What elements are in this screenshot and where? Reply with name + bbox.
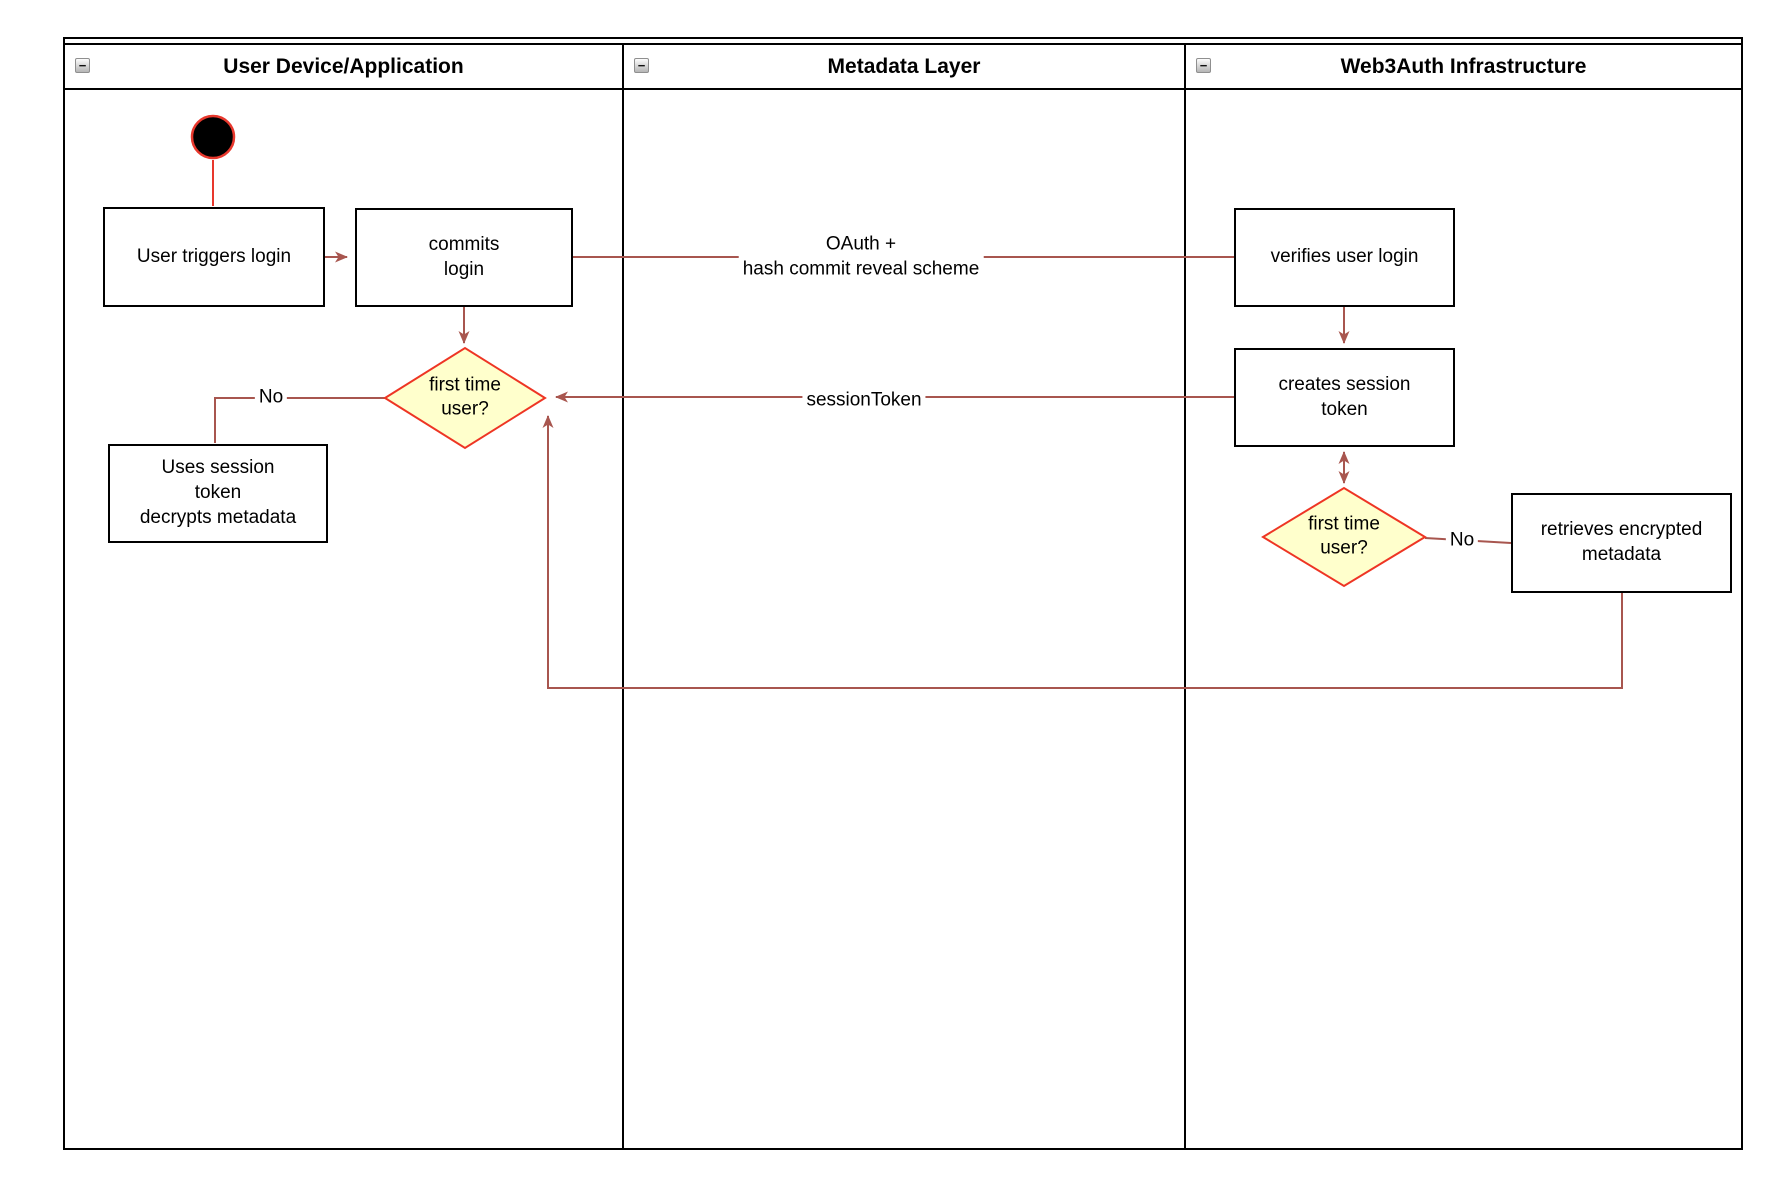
edge-label-no-device: No bbox=[254, 385, 288, 411]
lane-title-web3auth: Web3Auth Infrastructure bbox=[1340, 54, 1587, 78]
start-node bbox=[190, 114, 236, 160]
node-verifies-user-login: verifies user login bbox=[1234, 208, 1455, 307]
decision-label-first-time-user-device: first time user? bbox=[429, 374, 501, 419]
lane-header-web3auth: − Web3Auth Infrastructure bbox=[1185, 44, 1742, 89]
edge-no-to-uses-session bbox=[214, 397, 385, 443]
collapse-lane-button[interactable]: − bbox=[75, 58, 90, 73]
decision-first-time-user-device bbox=[383, 346, 547, 450]
node-creates-session-token: creates session token bbox=[1234, 348, 1455, 447]
collapse-lane-button[interactable]: − bbox=[634, 58, 649, 73]
lane-title-metadata-layer: Metadata Layer bbox=[827, 54, 981, 78]
node-uses-session-token: Uses session token decrypts metadata bbox=[108, 444, 328, 543]
decision-first-time-user-infra bbox=[1261, 486, 1427, 588]
node-retrieves-encrypted-metadata: retrieves encrypted metadata bbox=[1511, 493, 1732, 593]
edge-label-no-infra: No bbox=[1445, 528, 1479, 554]
pool-outer-border bbox=[63, 37, 1743, 1150]
edge-retrieves-return-to-first-time-device bbox=[542, 415, 1623, 689]
edge-label-session-token: sessionToken bbox=[802, 388, 926, 414]
lane-header-user-device: − User Device/Application bbox=[64, 44, 623, 89]
collapse-lane-button[interactable]: − bbox=[1196, 58, 1211, 73]
node-commits-login: commits login bbox=[355, 208, 573, 307]
pool-frame bbox=[63, 37, 1743, 1150]
decision-label-first-time-user-infra: first time user? bbox=[1308, 513, 1380, 558]
node-user-triggers-login: User triggers login bbox=[103, 207, 325, 307]
lane-header-metadata-layer: − Metadata Layer bbox=[623, 44, 1185, 89]
edge-label-oauth: OAuth + hash commit reveal scheme bbox=[738, 232, 984, 282]
lane-title-user-device: User Device/Application bbox=[223, 54, 464, 78]
